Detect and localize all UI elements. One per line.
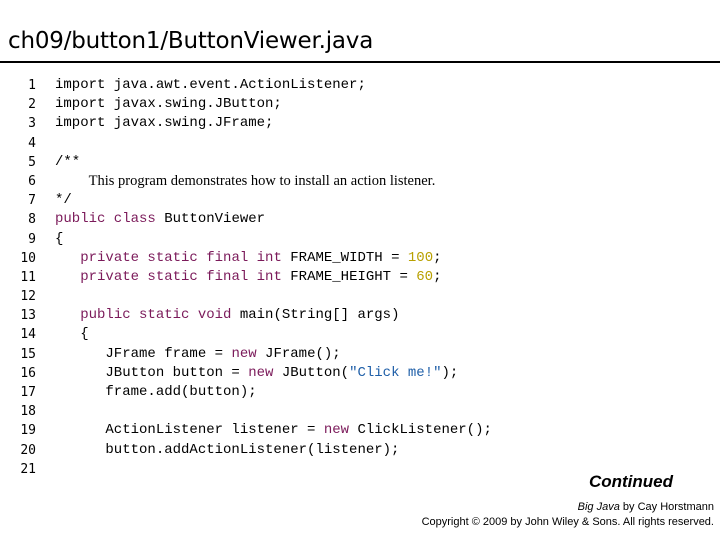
code-keyword: private static final int <box>80 268 282 285</box>
code-token: ; <box>433 268 442 285</box>
code-text: /** <box>55 153 80 172</box>
code-token: ; <box>433 249 442 266</box>
line-number: 18 <box>20 404 36 420</box>
code-comment-text: This program demonstrates how to install… <box>88 172 436 189</box>
code-text: import javax.swing.JButton; <box>55 95 282 114</box>
code-token: ButtonViewer <box>155 211 266 228</box>
code-text: import javax.swing.JFrame; <box>55 114 273 133</box>
code-token: ); <box>441 364 459 381</box>
book-credit: Big Java by Cay Horstmann <box>422 500 714 515</box>
line-number: 16 <box>20 365 36 381</box>
line-number: 13 <box>20 308 36 324</box>
code-token: FRAME_WIDTH = <box>281 249 408 266</box>
code-token: import javax.swing.JButton; <box>55 96 282 113</box>
title-divider <box>0 61 720 63</box>
code-keyword: new <box>323 422 350 439</box>
code-text: import java.awt.event.ActionListener; <box>55 76 366 95</box>
code-token: JButton( <box>273 364 350 381</box>
code-keyword: new <box>248 364 274 381</box>
code-token <box>55 269 80 285</box>
continued-label: Continued <box>588 472 673 491</box>
code-text: ActionListener listener = new ClickListe… <box>55 421 492 440</box>
code-text: frame.add(button); <box>55 383 257 402</box>
line-number: 10 <box>20 250 36 266</box>
code-token: /** <box>55 153 81 170</box>
code-token: main(String[] args) <box>231 307 400 324</box>
author-credit: by Cay Horstmann <box>619 501 714 513</box>
code-text: JFrame frame = new JFrame(); <box>55 345 341 364</box>
line-number: 20 <box>20 442 36 458</box>
line-number: 3 <box>28 116 36 132</box>
line-number: 17 <box>20 385 36 400</box>
line-number: 2 <box>28 97 36 113</box>
slide-title: ch09/button1/ButtonViewer.java <box>8 28 374 54</box>
code-text: { <box>55 230 63 249</box>
code-token: ClickListener(); <box>349 422 492 439</box>
code-keyword: public class <box>55 211 156 228</box>
code-token: */ <box>55 192 72 209</box>
code-text: JButton button = new JButton("Click me!"… <box>55 364 458 383</box>
copyright-notice: Copyright © 2009 by John Wiley & Sons. A… <box>421 516 714 528</box>
code-token <box>55 307 80 323</box>
line-number: 1 <box>28 78 36 93</box>
line-number: 5 <box>28 154 36 170</box>
line-number: 19 <box>20 423 36 439</box>
line-number: 15 <box>20 346 36 362</box>
code-token: import java.awt.event.ActionListener; <box>55 77 366 93</box>
code-keyword: private static final int <box>80 249 282 266</box>
code-text: private static final int FRAME_HEIGHT = … <box>55 268 442 287</box>
code-token: frame.add(button); <box>55 384 257 400</box>
line-number: 7 <box>28 193 36 209</box>
code-number: 60 <box>416 268 434 285</box>
code-text: button.addActionListener(listener); <box>55 441 399 460</box>
code-token: ActionListener listener = <box>55 422 324 439</box>
code-text: This program demonstrates how to install… <box>55 172 436 192</box>
code-text: public class ButtonViewer <box>55 210 265 229</box>
code-keyword: public static void <box>80 307 232 324</box>
code-token: import javax.swing.JFrame; <box>55 115 274 132</box>
line-number: 4 <box>28 135 36 151</box>
code-keyword: new <box>231 345 257 362</box>
code-token: JButton button = <box>55 364 249 381</box>
line-number: 8 <box>28 212 36 228</box>
line-number: 12 <box>20 289 36 305</box>
line-number: 6 <box>28 173 36 189</box>
code-text: private static final int FRAME_WIDTH = 1… <box>55 249 442 268</box>
code-token: JFrame frame = <box>55 345 232 362</box>
code-number: 100 <box>407 249 434 266</box>
line-number: 21 <box>20 461 36 477</box>
code-text: { <box>55 325 89 344</box>
code-token: JFrame(); <box>256 345 341 362</box>
copyright-credit: Big Java by Cay Horstmann Copyright © 20… <box>422 500 714 530</box>
code-text: */ <box>55 191 72 210</box>
book-title: Big Java <box>577 501 620 513</box>
code-token <box>55 174 89 190</box>
code-token <box>55 250 80 266</box>
line-number: 11 <box>20 269 36 285</box>
code-token: button.addActionListener(listener); <box>55 441 400 458</box>
code-token: { <box>55 326 89 343</box>
code-token: FRAME_HEIGHT = <box>281 268 417 285</box>
line-number: 9 <box>28 231 36 247</box>
line-number: 14 <box>20 327 36 343</box>
code-string: "Click me!" <box>349 364 442 381</box>
code-token: { <box>55 230 64 247</box>
code-text: public static void main(String[] args) <box>55 306 399 325</box>
